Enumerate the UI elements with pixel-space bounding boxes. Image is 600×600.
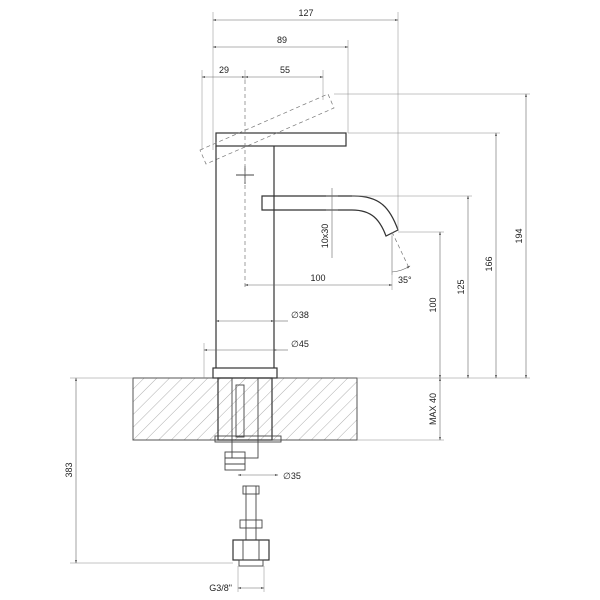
dimension-89: 89 [212, 35, 349, 133]
dimension-55-label: 55 [280, 65, 290, 75]
dimension-thread-label: G3/8" [209, 583, 232, 593]
dimension-spout-section-label: 10x30 [320, 224, 330, 249]
dimension-100-vertical: 100 [398, 231, 444, 379]
dimension-100-vertical-label: 100 [428, 297, 438, 312]
dimension-194: 194 [334, 93, 530, 379]
dimension-d45-label: ∅45 [291, 339, 309, 349]
dimension-d35: ∅35 [237, 471, 301, 481]
under-counter-fittings [214, 377, 282, 567]
angle-35: 35° [391, 231, 412, 285]
dimension-max40: MAX 40 [357, 377, 444, 441]
dimension-d35-label: ∅35 [283, 471, 301, 481]
dimension-spout-section: 10x30 [320, 188, 338, 258]
dimension-125-label: 125 [456, 279, 466, 294]
dimension-383-label: 383 [64, 462, 74, 477]
dimension-max40-label: MAX 40 [428, 393, 438, 425]
dimension-thread: G3/8" [209, 566, 265, 593]
dimension-reach-100-label: 100 [310, 273, 325, 283]
dimension-166-label: 166 [484, 256, 494, 271]
dimension-127-label: 127 [298, 8, 313, 18]
dimension-d38: ∅38 [215, 310, 309, 323]
countertop-section [132, 377, 358, 441]
dimension-194-label: 194 [514, 228, 524, 243]
dimension-383: 383 [64, 377, 233, 564]
dimension-reach-100: 100 [244, 236, 393, 290]
dimension-d38-label: ∅38 [291, 310, 309, 320]
dimension-d45: ∅45 [203, 339, 309, 378]
dimension-29-55: 29 55 [201, 65, 324, 150]
dimension-29-label: 29 [219, 65, 229, 75]
dimension-166: 166 [348, 132, 500, 379]
dimension-125: 125 [352, 195, 472, 379]
faucet-body [199, 80, 399, 379]
dimension-127: 127 [212, 8, 399, 230]
dimension-89-label: 89 [277, 35, 287, 45]
angle-35-label: 35° [398, 275, 412, 285]
